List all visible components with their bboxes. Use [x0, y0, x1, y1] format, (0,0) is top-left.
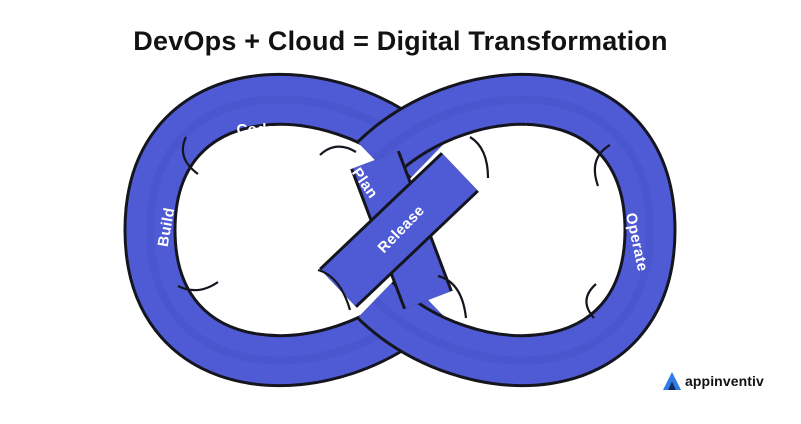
- stage-label-monitor: Monitor: [483, 301, 543, 330]
- loop-crossing-over: [319, 152, 479, 308]
- page-title: DevOps + Cloud = Digital Transformation: [133, 26, 668, 56]
- brand-name: appinventiv: [685, 373, 764, 389]
- stage-label-code: Code: [236, 121, 275, 138]
- triangle-logo-icon: [663, 372, 681, 390]
- stage-label-test: Test: [250, 315, 281, 332]
- stage-label-build: Build: [155, 206, 179, 248]
- brand-logo: appinventiv: [662, 370, 764, 392]
- segment-dividers: [177, 136, 611, 319]
